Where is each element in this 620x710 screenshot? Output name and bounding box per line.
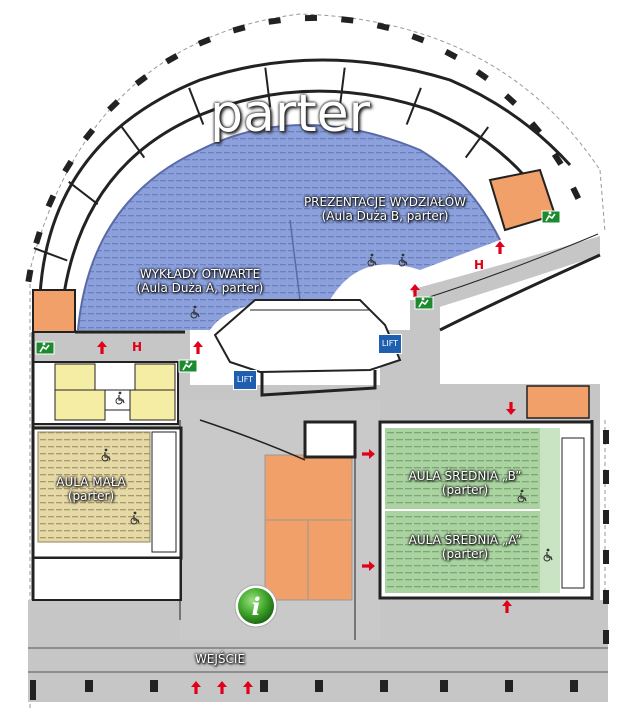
entrance-label: WEJŚCIE: [194, 652, 246, 666]
hall-mark: H: [474, 258, 485, 272]
colonnade-pillar: [444, 49, 458, 60]
colonnade-pillar: [62, 159, 74, 174]
ring-wall-segment: [464, 126, 490, 159]
colonnade-pillar: [33, 231, 43, 245]
room-name: AULA MAŁA: [56, 475, 126, 489]
arrow-up-icon: [193, 341, 203, 354]
exit-sign-icon: [178, 359, 198, 373]
colonnade-pillar: [411, 33, 425, 44]
room-name: PREZENTACJE WYDZIAŁÓW: [303, 195, 467, 209]
room-label-aula-mala: AULA MAŁA (parter): [36, 475, 146, 504]
walls: [31, 233, 601, 640]
ring-wall-segment: [120, 126, 146, 159]
hall-mark: H: [132, 340, 143, 354]
colonnade-pillar: [551, 152, 564, 166]
colonnade-pillar: [475, 69, 489, 82]
colonnade-pillar: [25, 269, 34, 283]
colonnade-pillar: [165, 53, 179, 65]
colonnade-pillar: [570, 186, 582, 200]
room-sub: (parter): [441, 482, 489, 497]
center-rooms: [199, 419, 357, 461]
colonnade-pillar: [504, 93, 517, 106]
colonnade-pillar: [341, 16, 354, 24]
lift-icon: LIFT: [233, 370, 257, 390]
room-sub: (parter): [441, 546, 489, 561]
room-name: AULA ŚREDNIA „B”: [408, 469, 522, 483]
colonnade-pillar: [376, 22, 390, 32]
aula-duza: [38, 58, 572, 331]
colonnade-pillar: [268, 17, 281, 25]
ring-wall-segment: [68, 181, 99, 205]
arrow-up-icon: [495, 241, 505, 254]
aula-srednia-room: [378, 420, 594, 600]
room-label-aula-srednia-b: AULA ŚREDNIA „B” (parter): [385, 469, 545, 498]
entrance-lines: [28, 647, 608, 673]
ring-wall-segment: [33, 247, 68, 262]
room-sub: (parter): [67, 488, 115, 503]
colonnade-pillar: [107, 99, 120, 112]
pillars: [30, 430, 609, 700]
info-icon[interactable]: i: [234, 584, 278, 628]
ring-walls: [33, 67, 542, 262]
aula-mala-room: [31, 426, 183, 601]
toilets: [32, 361, 179, 425]
colonnade-pillar: [45, 194, 57, 208]
colonnade-pillar: [197, 36, 212, 47]
colonnade-pillar: [232, 24, 246, 34]
colonnade-pillar: [304, 14, 318, 22]
colonnade-pillar: [529, 121, 542, 135]
colonnade-pillar: [82, 127, 96, 142]
ring-wall-segment: [338, 67, 346, 108]
exit-sign-icon: [541, 210, 561, 224]
room-name: WYKŁADY OTWARTE: [139, 267, 261, 281]
exit-sign-icon: [414, 296, 434, 310]
colonnade-pillar: [134, 74, 148, 87]
lift-icon: LIFT: [378, 334, 402, 354]
ring-wall-segment: [188, 87, 205, 125]
ring-wall-segment: [405, 87, 422, 125]
room-sub: (Aula Duża A, parter): [136, 280, 264, 295]
room-label-aula-duza-b: PREZENTACJE WYDZIAŁÓW (Aula Duża B, part…: [270, 195, 500, 224]
exit-sign-icon: [35, 341, 55, 355]
stage: [213, 299, 402, 397]
ring-wall-segment: [264, 67, 272, 108]
svg-text:i: i: [251, 592, 260, 621]
room-label-aula-srednia-a: AULA ŚREDNIA „A” (parter): [385, 533, 545, 562]
floor-title: parter: [209, 84, 370, 144]
room-sub: (Aula Duża B, parter): [321, 208, 449, 223]
room-label-aula-duza-a: WYKŁADY OTWARTE (Aula Duża A, parter): [105, 267, 295, 296]
colonnade: [25, 14, 582, 283]
room-name: AULA ŚREDNIA „A”: [408, 533, 522, 547]
